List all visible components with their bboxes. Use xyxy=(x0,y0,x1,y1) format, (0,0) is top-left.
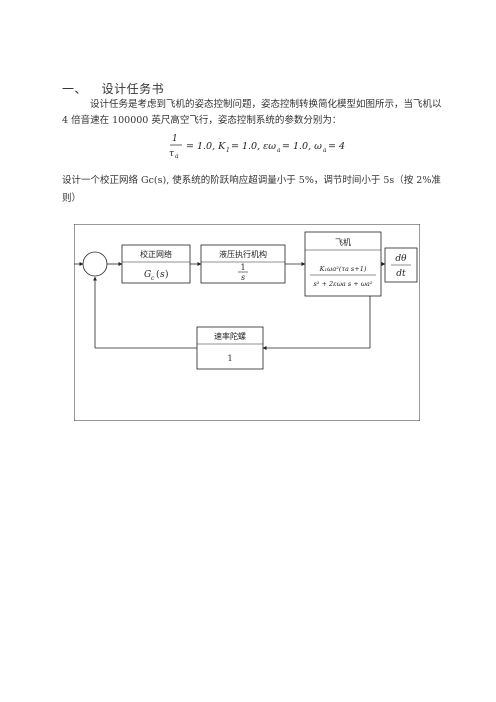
svg-text:a: a xyxy=(175,153,179,160)
formula-tau-value: = 1.0, K xyxy=(186,141,226,152)
svg-text:c: c xyxy=(151,275,155,282)
aircraft-den-text: s² + 2εωa s + ωa² xyxy=(313,280,372,288)
requirement-paragraph: 设计一个校正网络 Gc(s), 使系统的阶跃响应超调量小于 5%，调节时间小于 … xyxy=(62,175,441,204)
actuator-num-text: 1 xyxy=(240,263,245,272)
parameter-formula: 1 τ a = 1.0, K 1 = 1.0, εω a = 1.0, ω a … xyxy=(168,131,368,166)
svg-text:a: a xyxy=(323,147,327,154)
diagram-overlay: 校正网络 G c ( s ) 液压执行机构 1 s 飞机 K₁ωa²(τa s+… xyxy=(74,224,420,421)
summing-junction-circle xyxy=(82,251,108,277)
formula-tau: τ xyxy=(169,149,175,159)
formula-eps-value: = 1.0, ω xyxy=(282,141,322,152)
svg-text:(: ( xyxy=(156,269,160,280)
svg-text:s: s xyxy=(160,270,165,280)
svg-text:a: a xyxy=(277,147,281,154)
formula-k1-value: = 1.0, εω xyxy=(231,141,276,152)
task-paragraph: 设计任务是考虑到飞机的姿态控制问题，姿态控制转换简化模型如图所示，当飞机以 4 … xyxy=(62,99,442,126)
actuator-title-text: 液压执行机构 xyxy=(219,249,267,259)
correction-box xyxy=(121,244,191,284)
correction-title-text: 校正网络 xyxy=(140,249,172,259)
aircraft-title-text: 飞机 xyxy=(335,237,351,247)
gyro-title-text: 速率陀螺 xyxy=(214,331,246,341)
svg-text:G: G xyxy=(144,270,151,280)
section-number: 一、 xyxy=(62,82,88,96)
rate-gyro-box xyxy=(196,326,264,370)
svg-text:): ) xyxy=(165,269,169,280)
formula-numerator-1: 1 xyxy=(172,134,178,144)
derivative-num-text: dθ xyxy=(395,254,407,264)
derivative-den-text: dt xyxy=(396,269,406,279)
gyro-gain-text: 1 xyxy=(227,354,232,363)
formula-omega-value: = 4 xyxy=(328,141,345,152)
aircraft-num-text: K₁ωa²(τa s+1) xyxy=(319,265,367,273)
section-title: 设计任务书 xyxy=(101,82,165,96)
actuator-den-text: s xyxy=(241,273,245,282)
aircraft-box xyxy=(304,231,382,297)
svg-text:1: 1 xyxy=(226,147,230,154)
section-heading: 一、 设计任务书 xyxy=(62,80,164,97)
